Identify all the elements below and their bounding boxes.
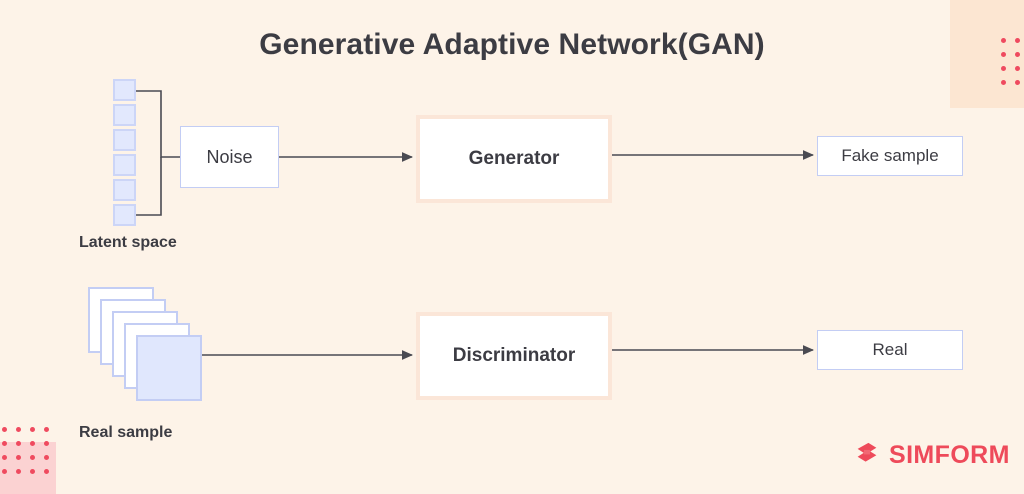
real-sample-card-stack (88, 287, 202, 401)
decorative-dot (16, 455, 21, 460)
decorative-dot (1015, 38, 1020, 43)
simform-s-mark-icon (857, 442, 877, 462)
decorative-dot (30, 469, 35, 474)
simform-logo: SIMFORM (852, 440, 1010, 470)
latent-space-cell (113, 154, 136, 176)
decorative-dot (44, 455, 49, 460)
latent-space-cell (113, 179, 136, 201)
node-noise-label: Noise (206, 146, 253, 167)
latent-space-cell (113, 204, 136, 226)
decorative-dot (44, 469, 49, 474)
decorative-dot (2, 441, 7, 446)
page-title: Generative Adaptive Network(GAN) (259, 28, 765, 61)
real-sample-card (136, 335, 202, 401)
node-discriminator[interactable]: Discriminator (416, 312, 612, 400)
node-generator-label: Generator (468, 148, 560, 169)
decorative-dot (2, 427, 7, 432)
node-discriminator-label: Discriminator (452, 345, 576, 366)
decorative-dot (2, 469, 7, 474)
latent-space-cell (113, 129, 136, 151)
decorative-dot (44, 427, 49, 432)
decorative-dot-grid-top-right (1001, 38, 1020, 85)
latent-space-cell (113, 104, 136, 126)
simform-logo-text: SIMFORM (889, 440, 1010, 469)
decorative-dot (2, 455, 7, 460)
decorative-dot-grid-bottom-left (2, 427, 49, 474)
decorative-dot (30, 441, 35, 446)
real-sample-caption: Real sample (79, 424, 173, 441)
decorative-dot (16, 441, 21, 446)
decorative-dot (1015, 80, 1020, 85)
node-generator[interactable]: Generator (416, 115, 612, 203)
decorative-dot (1001, 52, 1006, 57)
latent-space-cell (113, 79, 136, 101)
decorative-dot (1015, 52, 1020, 57)
decorative-dot (1001, 80, 1006, 85)
node-fake-sample-label: Fake sample (841, 146, 939, 165)
decorative-dot (1015, 66, 1020, 71)
decorative-dot (1001, 66, 1006, 71)
decorative-dot (44, 441, 49, 446)
node-real[interactable]: Real (817, 330, 963, 370)
node-fake-sample[interactable]: Fake sample (817, 136, 963, 176)
decorative-block-bottom-left (0, 442, 56, 494)
decorative-dot (1001, 38, 1006, 43)
latent-space-caption: Latent space (79, 234, 177, 251)
latent-space-vector (113, 79, 136, 226)
decorative-dot (30, 427, 35, 432)
decorative-dot (16, 427, 21, 432)
decorative-dot (16, 469, 21, 474)
node-noise[interactable]: Noise (180, 126, 279, 188)
decorative-block-top-right (950, 0, 1024, 108)
connector-latent-to-noise (136, 90, 180, 216)
decorative-dot (30, 455, 35, 460)
node-real-label: Real (872, 340, 908, 359)
